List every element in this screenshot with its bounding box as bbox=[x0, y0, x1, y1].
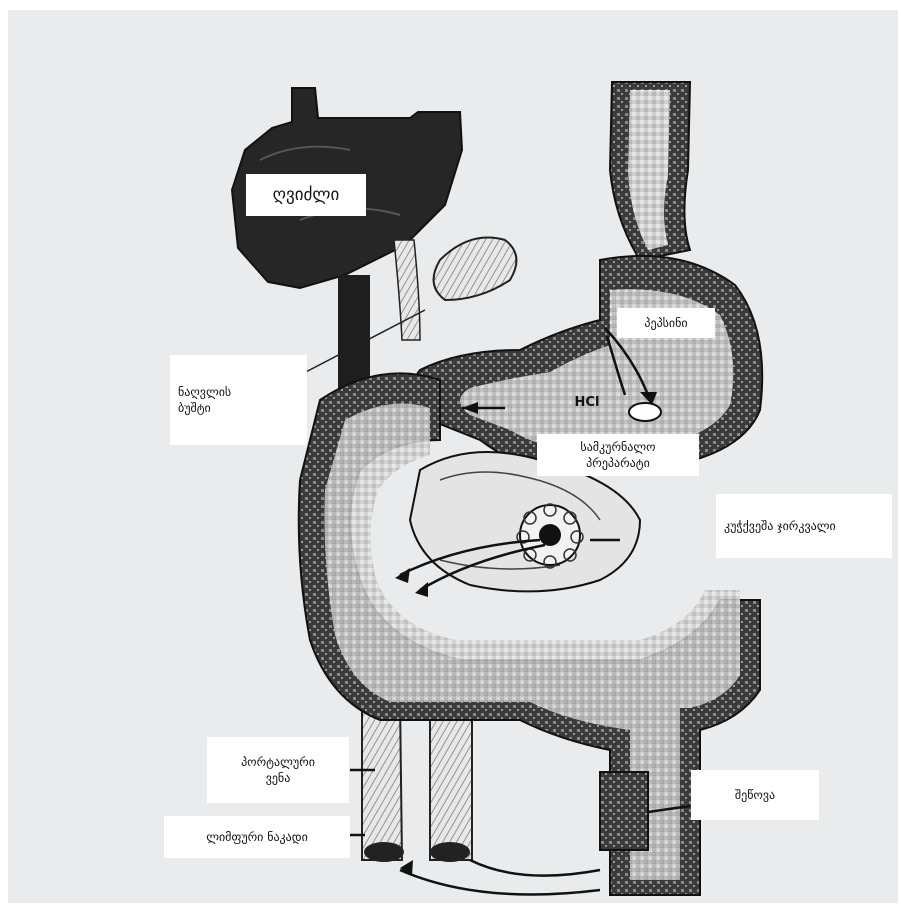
label-intestine: შეწოვა bbox=[691, 770, 819, 820]
label-pepsin: პეპსინი bbox=[617, 308, 715, 338]
label-portal-vein: პორტალური ვენა bbox=[207, 737, 349, 803]
esophagus bbox=[610, 82, 690, 260]
tablet-icon bbox=[629, 403, 661, 421]
label-drug: სამკურნალო პრეპარატი bbox=[537, 434, 699, 476]
label-bile-duct: ნაღვლის ბუშტი bbox=[170, 355, 307, 445]
label-hcl: HCl bbox=[570, 392, 604, 414]
label-lymph-duct: ლიმფური ნაკადი bbox=[164, 816, 350, 858]
absorption-block bbox=[600, 772, 648, 850]
label-intestinal-wall: კუჭქვეშა ჯირკვალი bbox=[716, 494, 892, 558]
label-liver: ღვიძლი bbox=[246, 174, 366, 216]
